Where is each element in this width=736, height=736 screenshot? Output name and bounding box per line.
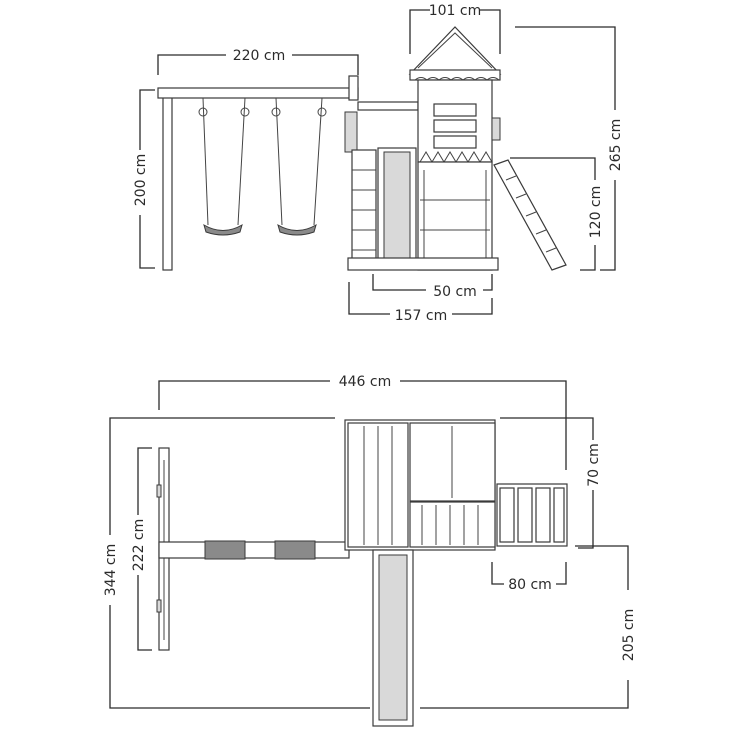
dim-total-depth: 344 cm <box>103 544 119 597</box>
window-slat-1 <box>433 103 477 117</box>
dim-swing-width: 220 cm <box>233 48 286 64</box>
dim-platform-height: 120 cm <box>588 186 604 239</box>
swing-seat-1 <box>198 97 250 236</box>
swing-beam <box>157 87 359 99</box>
swing-seat-2 <box>271 97 327 236</box>
dim-slide-width: 50 cm <box>433 284 477 300</box>
dim-tower-width: 157 cm <box>395 308 448 324</box>
swing-post <box>162 89 173 271</box>
tower-lower <box>417 161 493 271</box>
top-slide <box>372 549 414 727</box>
beam-end-post <box>348 75 359 101</box>
window-slat-3 <box>433 135 477 149</box>
top-swing-seat-2 <box>274 540 316 560</box>
dim-swing-frame-depth: 222 cm <box>131 519 147 572</box>
top-dimensions: 446 cm 344 cm 222 cm 70 cm 80 cm 205 cm <box>103 374 637 709</box>
dim-slide-length: 205 cm <box>621 609 637 662</box>
top-connecting-beam <box>158 541 350 559</box>
dim-roof-width: 101 cm <box>429 3 482 19</box>
climbing-stairs <box>351 149 377 261</box>
dim-swing-height: 200 cm <box>133 154 149 207</box>
top-view <box>156 419 568 727</box>
front-dimensions: 220 cm 101 cm 200 cm 265 cm 120 cm 50 cm… <box>133 3 624 324</box>
top-swing-seat-1 <box>204 540 246 560</box>
dim-ladder-width: 80 cm <box>508 577 552 593</box>
climbing-ramp <box>493 159 567 271</box>
dim-ladder-depth: 70 cm <box>586 443 602 487</box>
tower-roof <box>408 26 502 75</box>
dim-total-length: 446 cm <box>339 374 392 390</box>
connecting-beam <box>357 101 419 111</box>
tower-base <box>347 257 499 271</box>
window-slat-2 <box>433 119 477 133</box>
dim-total-height: 265 cm <box>608 119 624 172</box>
top-ladder <box>496 483 568 547</box>
roof-edge <box>409 69 501 81</box>
front-view <box>157 26 567 271</box>
steering-wheel <box>344 111 358 153</box>
telescope <box>491 117 501 141</box>
deck-panel <box>409 501 496 548</box>
